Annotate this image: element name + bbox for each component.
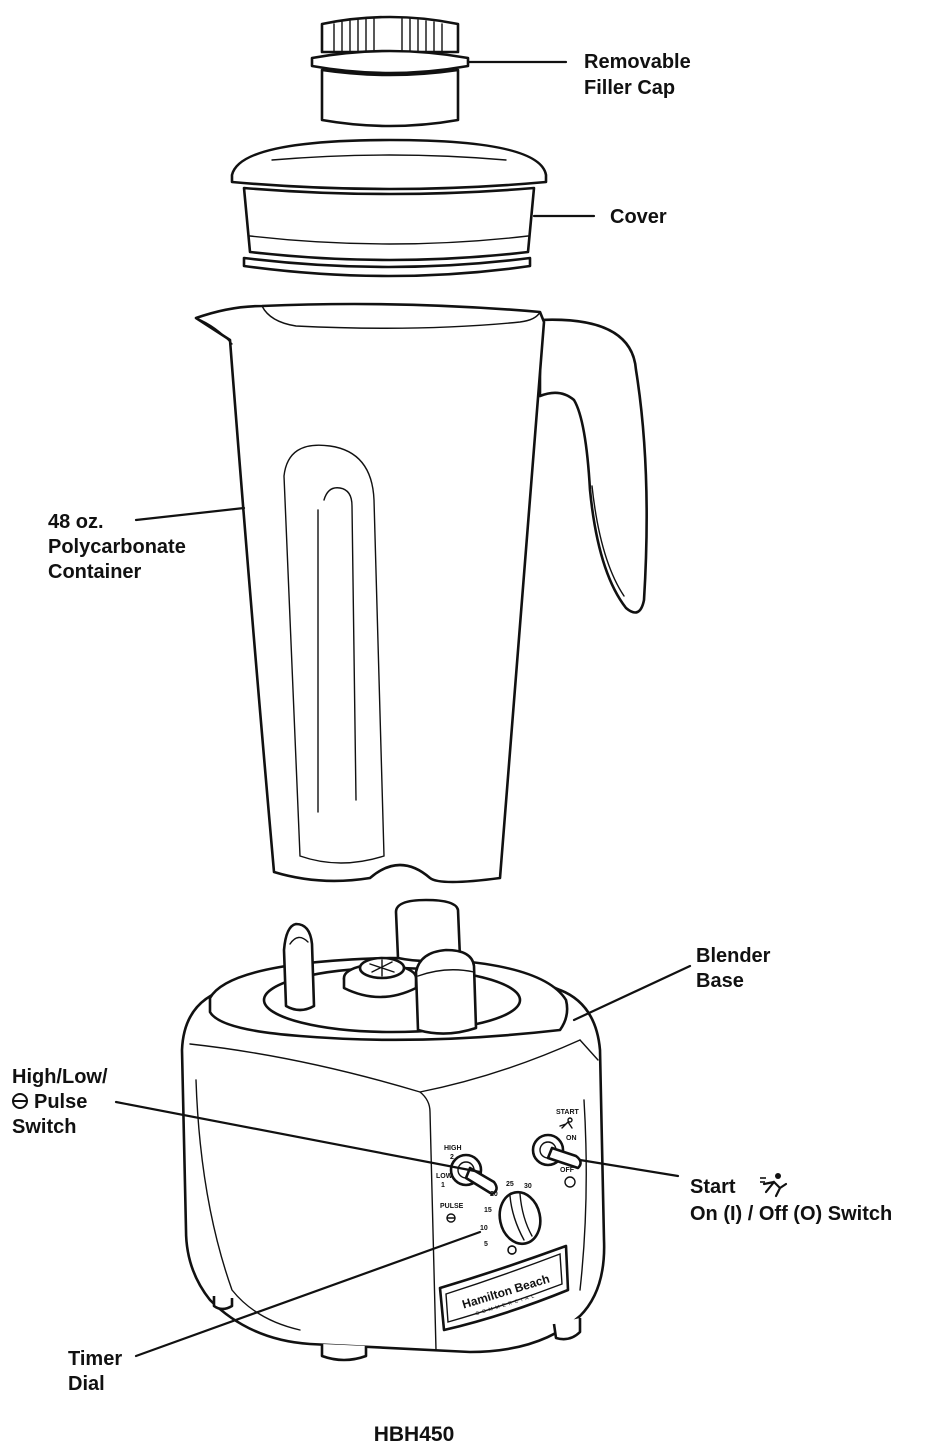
timer-dial-label: Timer Dial [68, 1348, 128, 1395]
panel-on: ON [566, 1135, 577, 1142]
panel-start: START [556, 1109, 580, 1116]
container-drawing [194, 302, 648, 884]
container-leader [134, 506, 246, 522]
panel-two: 2 [450, 1154, 454, 1161]
filler-cap-drawing [310, 15, 470, 128]
svg-text:On (I) / Off (O) Switch: On (I) / Off (O) Switch [690, 1203, 892, 1225]
blender-base-label: Blender Base [696, 945, 776, 992]
panel-high: HIGH [444, 1145, 462, 1152]
panel-low: LOW [436, 1173, 453, 1180]
cover-label: Cover [610, 206, 667, 228]
timer-dial-leader [134, 1230, 482, 1358]
timer-mark-15: 15 [484, 1207, 492, 1214]
filler-cap-label: Removable Filler Cap [584, 51, 696, 99]
svg-text:Switch: Switch [12, 1116, 76, 1138]
timer-mark-20: 20 [490, 1191, 498, 1198]
start-switch-label: Start On (I) / Off (O) Switch [690, 1173, 892, 1225]
control-panel-markings: HIGH 2 LOW 1 PULSE START ON OFF 5 10 15 … [436, 1109, 580, 1255]
timer-mark-30: 30 [524, 1183, 532, 1190]
pulse-symbol-icon [446, 1213, 456, 1223]
timer-symbol-icon [507, 1245, 517, 1255]
pulse-label-icon [12, 1093, 28, 1109]
panel-off: OFF [560, 1167, 575, 1174]
blender-base-leader [572, 964, 692, 1022]
svg-text:Pulse: Pulse [34, 1091, 87, 1113]
cover-drawing [230, 138, 548, 278]
pulse-switch-leader [114, 1100, 482, 1174]
svg-text:High/Low/: High/Low/ [12, 1066, 108, 1088]
pulse-switch-label: High/Low/ Pulse Switch [12, 1066, 108, 1138]
start-runner-label-icon [760, 1173, 788, 1198]
timer-mark-5: 5 [484, 1241, 488, 1248]
svg-text:Start: Start [690, 1176, 736, 1198]
timer-mark-25: 25 [506, 1181, 514, 1188]
panel-one: 1 [441, 1182, 445, 1189]
container-label: 48 oz. Polycarbonate Container [48, 511, 191, 583]
start-runner-icon [559, 1117, 573, 1129]
start-switch-leader [578, 1158, 680, 1178]
blender-base-drawing [180, 898, 606, 1362]
panel-pulse: PULSE [440, 1203, 464, 1210]
timer-mark-10: 10 [480, 1225, 488, 1232]
model-name: HBH450 [374, 1423, 455, 1446]
